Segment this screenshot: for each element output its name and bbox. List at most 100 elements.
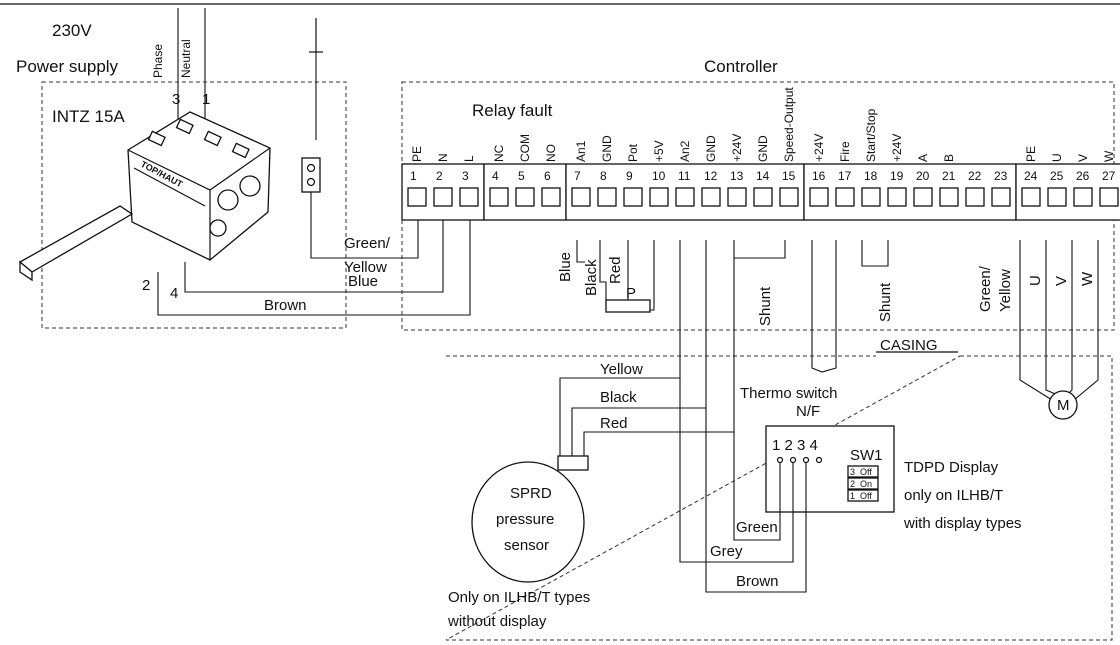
terminal-number: 22 (968, 169, 982, 183)
terminal-label: COM (518, 134, 532, 162)
terminal-number: 25 (1050, 169, 1064, 183)
terminal-screw (809, 187, 829, 207)
isolator-box (41, 81, 347, 329)
sw1-row (847, 477, 879, 490)
terminal-label: PE (1024, 146, 1038, 162)
grey-label: Grey (710, 543, 743, 560)
pot-wire (599, 240, 655, 311)
terminal-label: Fire (838, 141, 852, 162)
terminal-number: 5 (518, 169, 525, 183)
pot-p-label: P (626, 285, 636, 302)
terminal-screw (991, 187, 1011, 207)
sprd-line2: pressure (496, 511, 554, 528)
terminal-number: 19 (890, 169, 904, 183)
tdpd-line1: TDPD Display (904, 459, 999, 476)
terminal-label: NC (492, 144, 506, 162)
terminal-number: 2 (436, 169, 443, 183)
blue-label: Blue (348, 273, 378, 290)
terminal-screw (407, 187, 427, 207)
terminal-screw (597, 187, 617, 207)
earth-to-pe-wire (310, 185, 419, 259)
terminal-label: +24V (812, 134, 826, 162)
terminal-screw (489, 187, 509, 207)
sw1-row-number: 1 (850, 491, 855, 501)
terminal-screw (701, 187, 721, 207)
terminal-screw (753, 187, 773, 207)
tdpd-line3: with display types (903, 515, 1022, 532)
sprd-sensor (471, 461, 585, 583)
green-yellow-label-1: Green/ (344, 235, 391, 252)
sw1-row-state: Off (860, 467, 872, 477)
terminal-number: 12 (704, 169, 718, 183)
black-label: Black (600, 389, 637, 406)
terminal-number: 18 (864, 169, 878, 183)
terminal-screw (887, 187, 907, 207)
terminal-strip: 1PE2N3L4NC5COM6NO7An18GND9Pot10+5V11An21… (401, 87, 1120, 221)
terminal-screw (649, 187, 669, 207)
terminal-screw (459, 187, 479, 207)
terminal-label: B (942, 154, 956, 162)
terminal-number: 1 (410, 169, 417, 183)
brown-label: Brown (264, 297, 307, 314)
sprd-note2: without display (447, 613, 547, 630)
terminal-screw (623, 187, 643, 207)
relay-fault-label: Relay fault (472, 101, 553, 120)
terminal-screw (541, 187, 561, 207)
terminal-screw (1047, 187, 1067, 207)
brown-sensor-label: Brown (736, 573, 779, 590)
terminal-label: W (1102, 150, 1116, 162)
sw1-row (847, 489, 879, 502)
sprd-connector (557, 455, 589, 471)
gy-right-label-1: Green/ (977, 265, 994, 312)
terminal-label: L (462, 155, 476, 162)
terminal-number: 13 (730, 169, 744, 183)
red-label: Red (600, 415, 628, 432)
terminal-screw (1099, 187, 1119, 207)
sw1-row-number: 2 (850, 479, 855, 489)
red-wire (583, 258, 735, 458)
pin-1-label: 1 (202, 91, 210, 108)
terminal-label: U (1050, 153, 1064, 162)
green-wire (733, 432, 781, 541)
terminal-label: Speed-Output (782, 87, 796, 162)
u-label: U (1027, 275, 1044, 286)
sprd-line1: SPRD (510, 485, 552, 502)
brown-wire (157, 185, 471, 316)
terminal-screw (515, 187, 535, 207)
yellow-wire (559, 240, 681, 458)
sprd-note1: Only on ILHB/T types (448, 589, 590, 606)
blue-v-label: Blue (557, 252, 574, 282)
terminal-screw (861, 187, 881, 207)
motor-u-wire (1045, 240, 1061, 397)
thermo-line1: Thermo switch (740, 385, 838, 402)
terminal-number: 17 (838, 169, 852, 183)
motor-label: M (1057, 397, 1070, 414)
terminal-screw (835, 187, 855, 207)
terminal-screw (727, 187, 747, 207)
black-wire (571, 240, 707, 458)
sw1-label: SW1 (850, 447, 883, 464)
thermo-line2: N/F (796, 403, 820, 420)
terminal-number: 27 (1102, 169, 1116, 183)
shunt-2-label: Shunt (877, 282, 894, 322)
terminal-screw (913, 187, 933, 207)
sprd-line3: sensor (504, 537, 549, 554)
terminal-number: 11 (678, 169, 691, 183)
terminal-number: 7 (574, 169, 581, 183)
v-label: V (1053, 276, 1070, 286)
brown-sensor-wire (705, 408, 807, 593)
terminal-number: 14 (756, 169, 770, 183)
terminal-number: 21 (942, 169, 956, 183)
terminal-label: Pot (626, 143, 640, 162)
pin-3-label: 3 (172, 91, 180, 108)
terminal-screw (433, 187, 453, 207)
supply-voltage: 230V (52, 21, 92, 40)
terminal-label: An1 (574, 140, 588, 162)
terminal-label: +24V (730, 134, 744, 162)
pin-4-label: 4 (170, 285, 178, 302)
sw1-row-state: On (860, 479, 872, 489)
terminal-screw (1021, 187, 1041, 207)
terminal-number: 3 (462, 169, 469, 183)
earth-terminal (301, 157, 321, 193)
